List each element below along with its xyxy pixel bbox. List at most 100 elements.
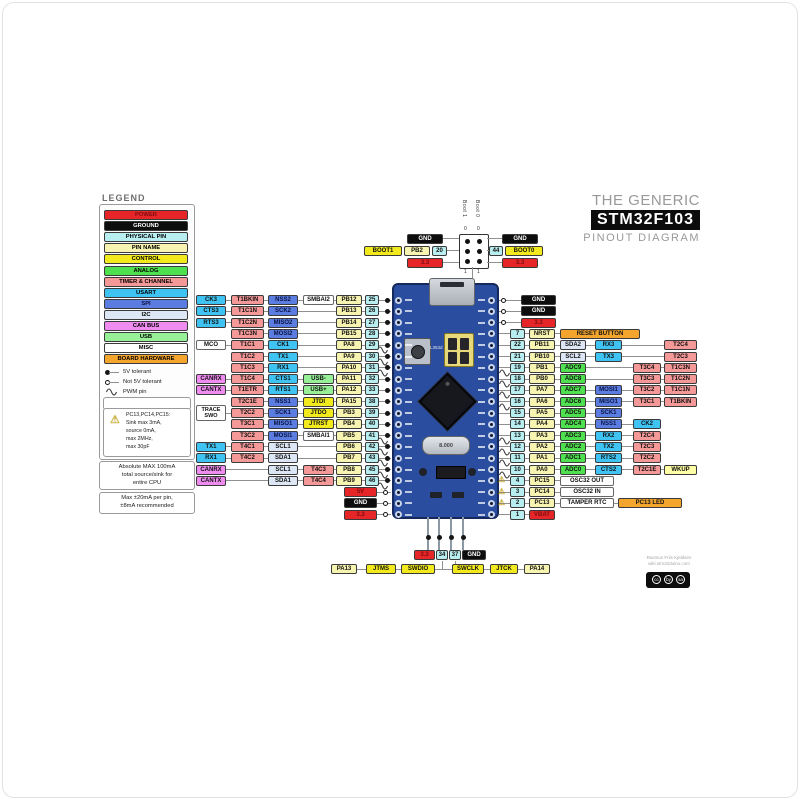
boot0-pin-number: 44 bbox=[489, 246, 503, 256]
func-box-T2C2: T2C2 bbox=[633, 453, 661, 464]
board-hole-right bbox=[488, 443, 495, 451]
not-5v-tolerant-marker bbox=[500, 297, 506, 303]
legend-warning-text: PC13,PC14,PC15:Sink max 3mA,source 0mA,m… bbox=[126, 412, 170, 452]
pin-number-46: 46 bbox=[365, 475, 379, 486]
func-box-TX3: TX3 bbox=[595, 351, 622, 362]
pin-name-VBAT: VBAT bbox=[529, 509, 555, 520]
5v-tolerant-marker bbox=[384, 297, 390, 303]
func-box-ADC9: ADC9 bbox=[560, 362, 586, 373]
debug-pin-dot bbox=[425, 534, 431, 540]
legend-item-hw: BOARD HARDWARE bbox=[104, 354, 188, 365]
element bbox=[105, 369, 110, 375]
func-box-SDA1: SDA1 bbox=[268, 453, 298, 464]
func-box-T1C3: T1C3 bbox=[231, 362, 264, 373]
func-box-CK2: CK2 bbox=[633, 419, 661, 430]
pwm-squiggle-icon bbox=[106, 388, 117, 398]
silkscreen-label bbox=[478, 491, 485, 494]
silkscreen-label bbox=[405, 400, 412, 403]
func-box-NSS1: NSS1 bbox=[595, 419, 622, 430]
not-5v-tolerant-marker bbox=[500, 320, 506, 326]
pin-name-PA6: PA6 bbox=[529, 396, 555, 407]
board-hole-right bbox=[488, 477, 495, 485]
func-box-T2C4: T2C4 bbox=[664, 340, 697, 351]
boot-pos1-label: 1 bbox=[464, 269, 467, 275]
legend-item-control: CONTROL bbox=[104, 254, 188, 265]
reset-button bbox=[404, 338, 431, 365]
func-box-MOSI2: MOSI2 bbox=[268, 328, 298, 339]
wire-line bbox=[499, 299, 521, 301]
5v-tolerant-marker bbox=[384, 365, 390, 371]
board-hole-left bbox=[395, 353, 402, 360]
debug-pin-dot bbox=[436, 534, 442, 540]
func-box-NSS1: NSS1 bbox=[268, 396, 298, 407]
pin-name-PB7: PB7 bbox=[336, 453, 362, 464]
debug-stub bbox=[442, 561, 443, 569]
board-hole-right bbox=[488, 341, 495, 349]
func-box-ADC4: ADC4 bbox=[560, 419, 586, 430]
pin-name-PB4: PB4 bbox=[336, 419, 362, 430]
func-box-SDA2: SDA2 bbox=[560, 340, 586, 351]
rail-5V: 5V bbox=[344, 487, 377, 498]
silkscreen-label bbox=[478, 468, 485, 471]
silkscreen-label bbox=[478, 457, 485, 460]
func-box-ADC2: ADC2 bbox=[560, 441, 586, 452]
warning-triangle-icon: ⚠ bbox=[498, 475, 506, 485]
pin-name-PB13: PB13 bbox=[336, 306, 362, 317]
legend-item-power: POWER bbox=[104, 210, 188, 220]
legend-heading: LEGEND bbox=[102, 193, 146, 203]
func-box-SDA1: SDA1 bbox=[268, 475, 298, 486]
5v-tolerant-marker bbox=[384, 331, 390, 337]
dot-filled-icon bbox=[104, 367, 120, 377]
silkscreen-label bbox=[478, 310, 485, 313]
debug-pin bbox=[450, 517, 452, 550]
voltage-regulator bbox=[436, 466, 466, 479]
warning-text-line: Sink max 3mA, bbox=[126, 419, 162, 426]
pin-name-PB6: PB6 bbox=[336, 441, 362, 452]
func-box-T3C2: T3C2 bbox=[633, 385, 661, 396]
func-box-WKUP: WKUP bbox=[664, 464, 697, 475]
debug-pin bbox=[462, 517, 464, 550]
pin-number-38: 38 bbox=[365, 396, 379, 407]
warning-text-line: max 30pF bbox=[126, 443, 150, 450]
rail-GND: GND bbox=[344, 498, 377, 509]
func-box-T1BKIN: T1BKIN bbox=[231, 295, 264, 305]
func-box-TRACE SWO: TRACE SWO bbox=[196, 405, 226, 421]
func-box-SCL2: SCL2 bbox=[560, 351, 586, 362]
5v-tolerant-marker bbox=[384, 433, 390, 439]
pwm-squiggle-icon bbox=[499, 398, 510, 416]
pin-name-PA4: PA4 bbox=[529, 419, 555, 430]
board-hole-right bbox=[488, 454, 495, 462]
legend-warning-box: ⚠ PC13,PC14,PC15:Sink max 3mA,source 0mA… bbox=[103, 408, 191, 457]
pin-number-39: 39 bbox=[365, 408, 379, 418]
5v-tolerant-marker bbox=[384, 342, 390, 348]
boot1-pin-number: 20 bbox=[432, 246, 447, 256]
pin-name-PA2: PA2 bbox=[529, 441, 555, 452]
func-box-T4C1: T4C1 bbox=[231, 441, 264, 452]
not-5v-tolerant-marker bbox=[500, 308, 506, 314]
pin-number-25: 25 bbox=[365, 295, 379, 305]
silkscreen-label bbox=[405, 310, 412, 313]
func-box-JTDO: JTDO bbox=[303, 408, 334, 418]
legend-item-spi: SPI bbox=[104, 298, 188, 309]
func-box-JTDI: JTDI bbox=[303, 396, 334, 407]
debug-label-PA13: PA13 bbox=[331, 564, 357, 574]
dot-open-icon bbox=[104, 377, 120, 387]
pin-number-13: 13 bbox=[510, 430, 525, 441]
boot-pos0-label: 0 bbox=[464, 226, 467, 232]
pin-name-PB8: PB8 bbox=[336, 464, 362, 475]
func-box-T4C3: T4C3 bbox=[303, 464, 334, 475]
note-line: entire CPU bbox=[132, 479, 162, 486]
pin-name-PA3: PA3 bbox=[529, 430, 555, 441]
pin-name-PA11: PA11 bbox=[336, 374, 362, 385]
func-box-T4C2: T4C2 bbox=[231, 453, 264, 464]
func-box-T3C4: T3C4 bbox=[633, 362, 661, 373]
pin-name-PB11: PB11 bbox=[529, 340, 555, 351]
silkscreen-label bbox=[405, 491, 412, 494]
5v-tolerant-marker bbox=[384, 467, 390, 472]
pin-number-4: 4 bbox=[510, 475, 525, 486]
5v-tolerant-marker bbox=[384, 455, 390, 461]
func-box-T3C1: T3C1 bbox=[231, 419, 264, 430]
pin-number-7: 7 bbox=[510, 328, 525, 339]
silkscreen-label bbox=[478, 389, 485, 392]
